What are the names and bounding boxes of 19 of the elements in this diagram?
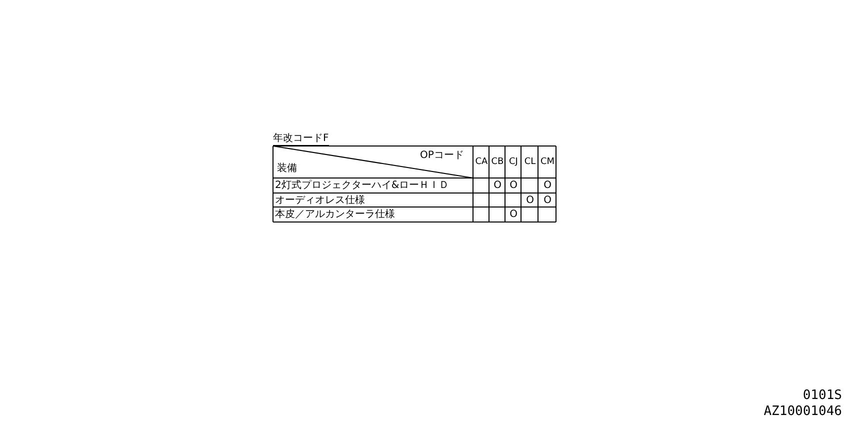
column-header: CB: [490, 156, 505, 168]
column-header: CA: [474, 156, 489, 168]
row-label: 本皮／アルカンターラ仕様: [275, 209, 395, 221]
table-cell-text: O: [525, 195, 535, 207]
row-label: 2灯式プロジェクターハイ&ローＨＩＤ: [275, 180, 450, 192]
code-label: AZ10001046: [764, 404, 842, 419]
table-cell-text: O: [508, 180, 518, 192]
table-cell-text: O: [542, 195, 552, 207]
table-cell-text: O: [542, 180, 552, 192]
column-header: CJ: [508, 156, 519, 168]
code-label: 0101S: [802, 388, 842, 403]
column-header: CL: [523, 156, 537, 168]
column-header: OPコード: [420, 150, 464, 162]
column-header: CM: [539, 156, 556, 168]
row-label: オーディオレス仕様: [275, 195, 365, 207]
table-cell-text: O: [508, 209, 518, 221]
row-header: 装備: [277, 163, 297, 175]
table-cell-text: O: [492, 180, 502, 192]
table-title: 年改コードF: [273, 133, 329, 146]
